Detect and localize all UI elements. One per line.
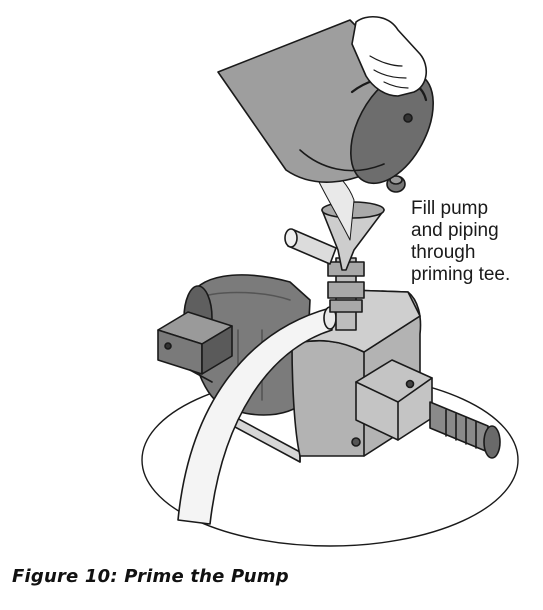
pipe-plug [386, 175, 406, 193]
figure-caption: Figure 10: Prime the Pump [12, 566, 289, 587]
hand [351, 15, 427, 97]
callout-line-3: through [411, 242, 476, 263]
bucket [217, 19, 434, 185]
callout-line-1: Fill pump [411, 198, 489, 219]
discharge-outlet [355, 359, 501, 459]
callout-line-2: and piping [411, 220, 499, 241]
tee-side-plug [284, 228, 337, 265]
priming-tee [327, 257, 365, 331]
priming-callout-text: Fill pump and piping through priming tee… [411, 198, 541, 286]
callout-line-4: priming tee. [411, 264, 511, 285]
pump-priming-illustration [141, 15, 519, 547]
pressure-switch [157, 311, 233, 383]
